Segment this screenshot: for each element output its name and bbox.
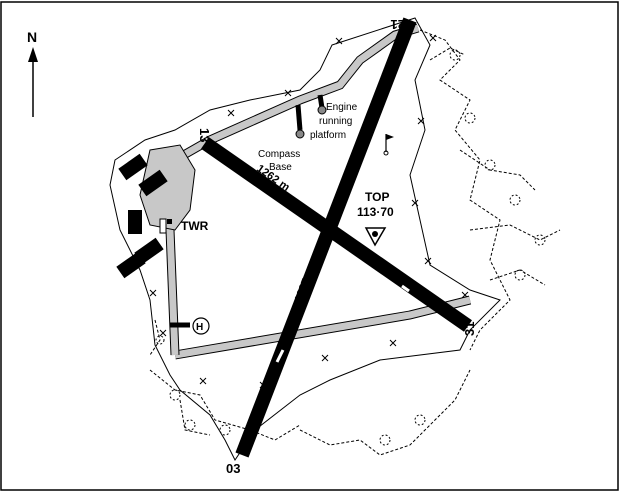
tree-cluster-markers — [155, 49, 546, 446]
runway-13-31 — [201, 137, 472, 332]
main-apron — [139, 144, 196, 231]
engine-platform-marker — [317, 105, 327, 115]
vor-name: TOP — [365, 190, 389, 204]
vor-frequency: 113·70 — [357, 205, 394, 219]
helipad-label: H — [196, 322, 203, 333]
airfield-boundary — [109, 17, 501, 461]
runway-03-21 — [235, 17, 417, 458]
runway-end-21: 21 — [391, 17, 405, 32]
vor-triangle-icon — [364, 227, 387, 247]
hangar-buildings — [116, 153, 172, 279]
runway-end-03: 03 — [226, 461, 240, 476]
engine-platform-label: Engine running platform — [310, 102, 360, 141]
runway-end-31: 31 — [462, 322, 477, 336]
taxiway-network — [155, 23, 472, 360]
tower-icon — [159, 218, 167, 234]
compass-base-label: Compass Base — [258, 149, 303, 173]
terrain-outline — [149, 29, 561, 456]
tower-label: TWR — [181, 219, 209, 233]
north-label: N — [27, 29, 37, 45]
runway-end-13: 13 — [197, 128, 212, 142]
windsock-flag-icon — [383, 134, 394, 156]
helipad-circle-icon — [192, 317, 210, 335]
compass-base-marker — [295, 129, 305, 139]
north-arrow-icon — [28, 47, 38, 117]
